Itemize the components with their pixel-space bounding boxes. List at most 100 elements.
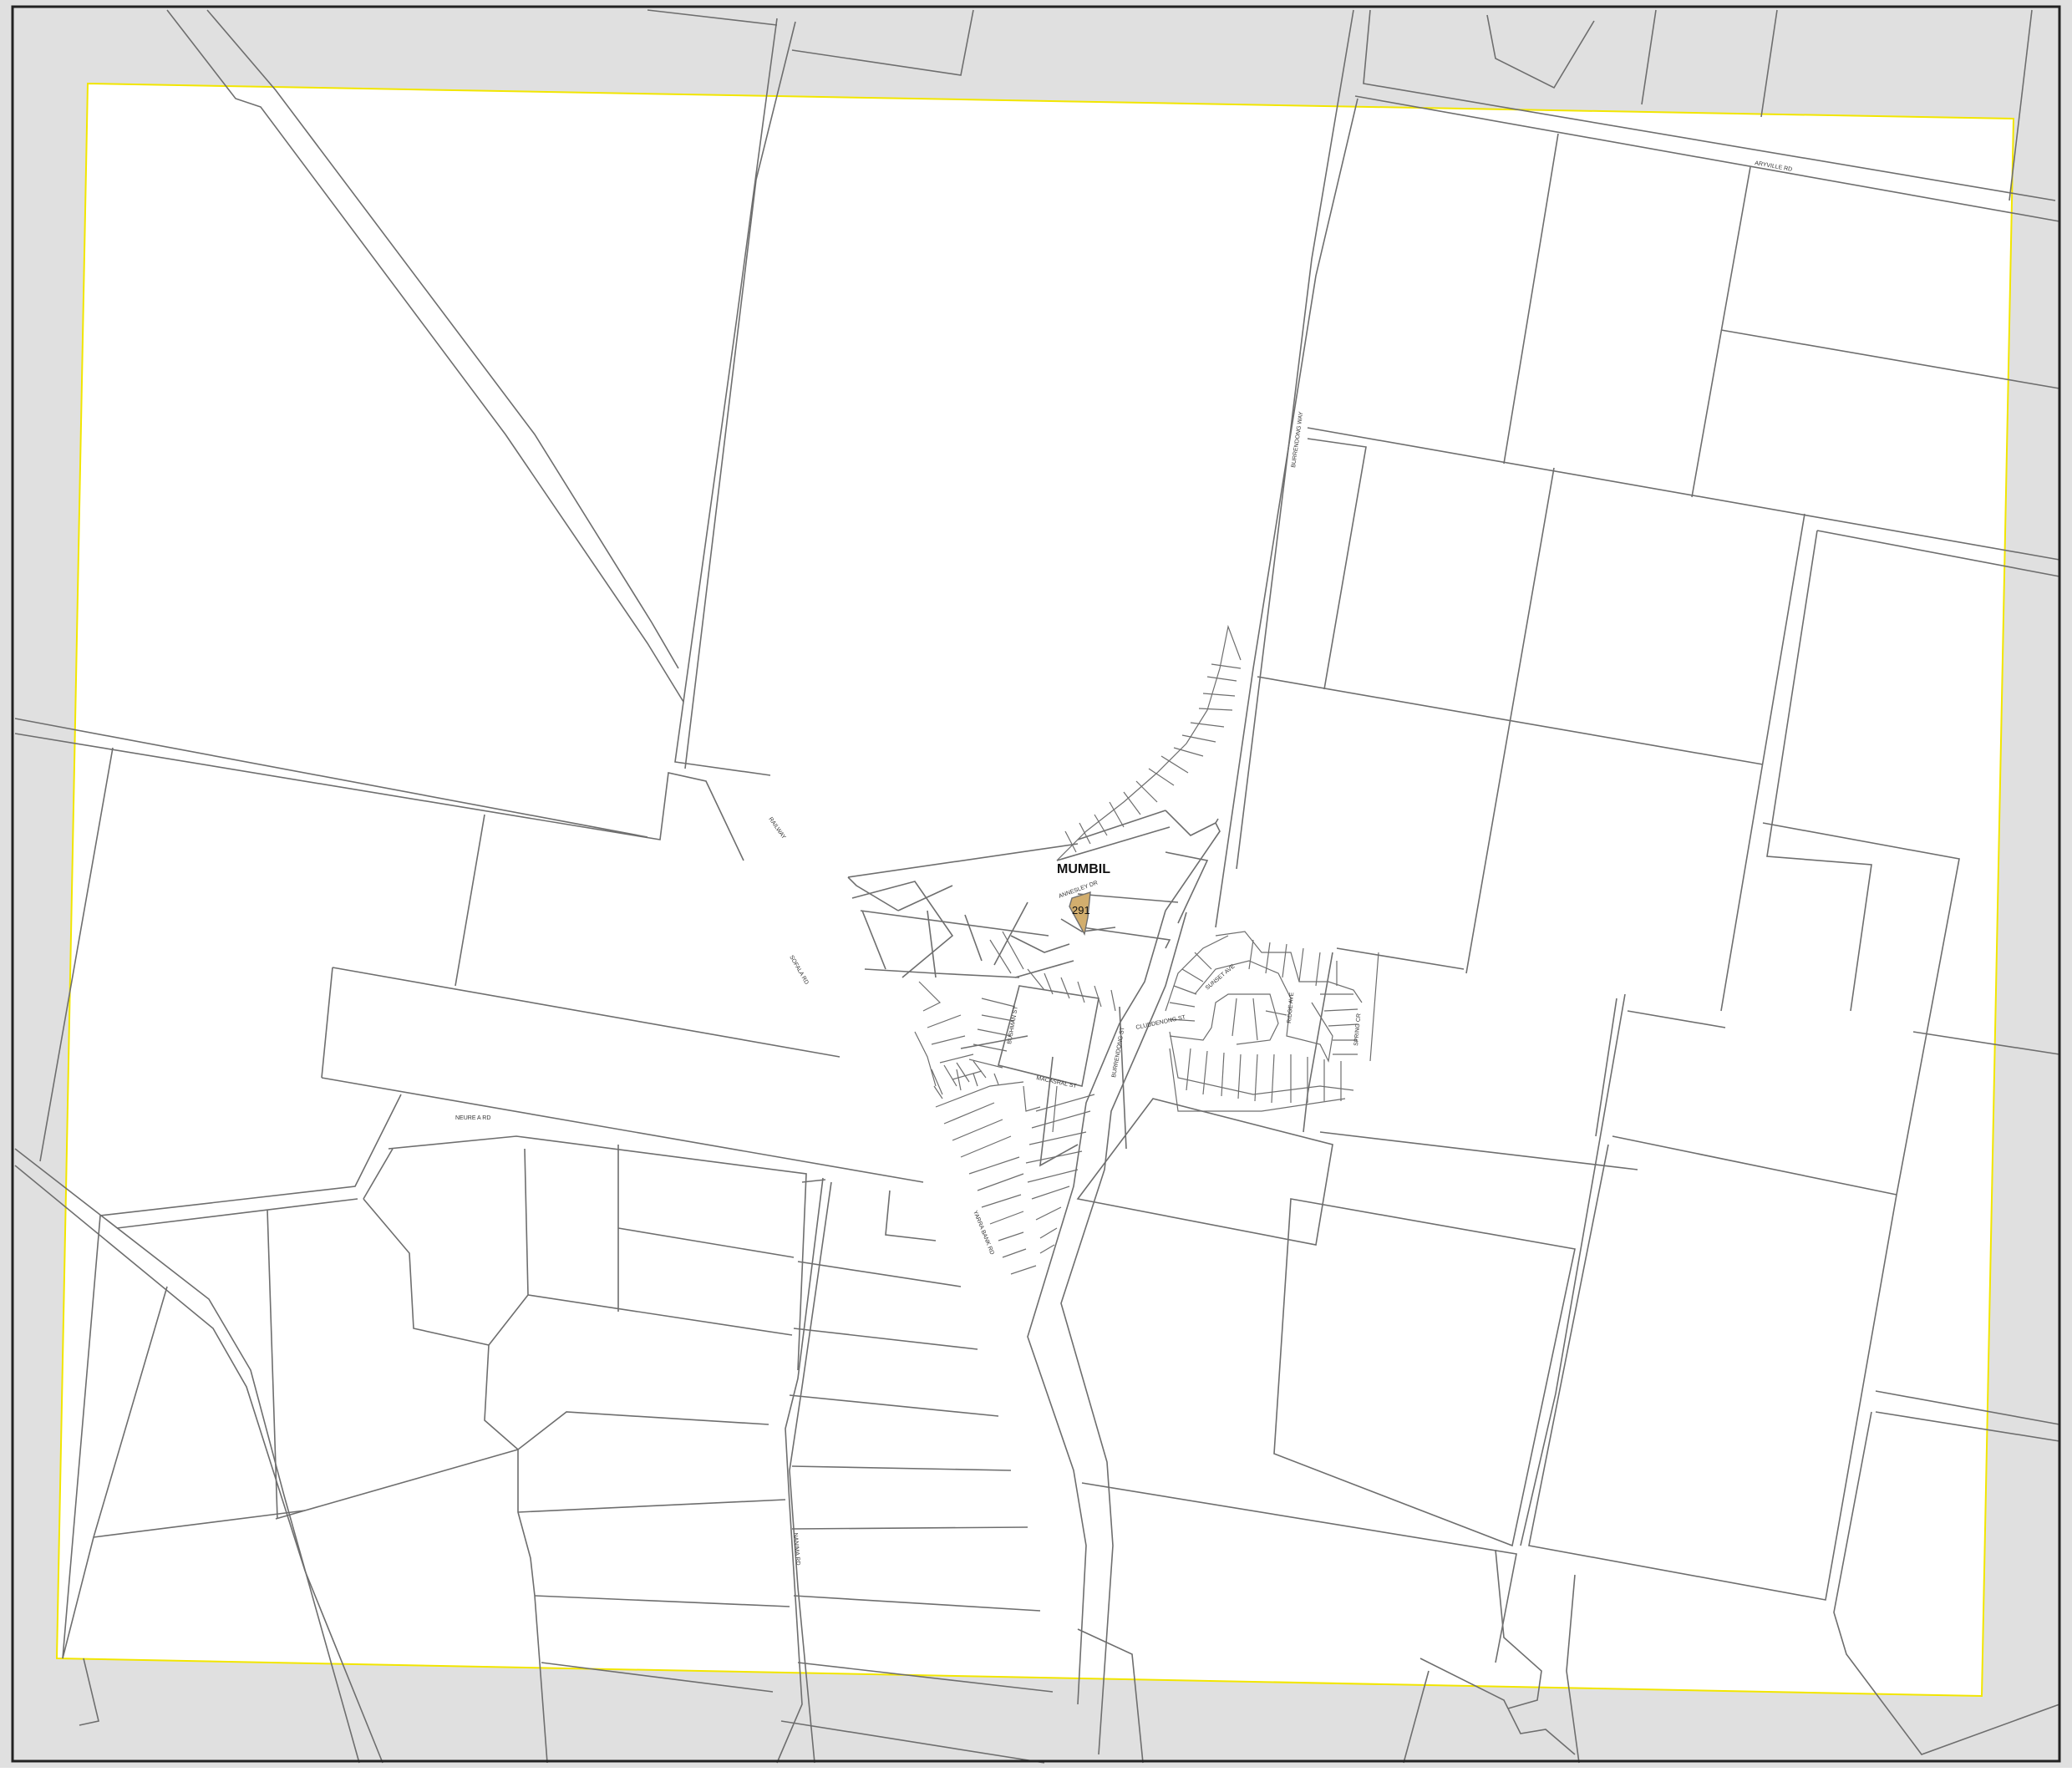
c-lot-23 [914, 1031, 937, 1087]
town-h8 [960, 1035, 1028, 1049]
s-lot-v1 [1052, 1085, 1058, 1133]
e-lot-5 [1315, 952, 1321, 987]
s-lot-r5 [1027, 1169, 1079, 1183]
right-v4 [1720, 513, 1805, 1012]
e-town-outer [1215, 931, 1363, 1003]
north-road-east [684, 21, 796, 769]
town-north-lot [1165, 810, 1219, 836]
road-label-nanima: NANIMA RD [792, 1533, 800, 1566]
center-right-parcel [1273, 1198, 1576, 1547]
sc-h1 [797, 1261, 962, 1287]
s-lot-r2 [1031, 1110, 1091, 1129]
s-lot-top [935, 1081, 1024, 1108]
s-lot-w1 [933, 1085, 943, 1099]
s-lot-r6 [1031, 1186, 1070, 1200]
c-lot-15 [927, 1014, 962, 1028]
right-h4 [1766, 530, 2060, 1012]
south-road-end [1419, 1658, 1576, 1755]
town-lot-a [1165, 851, 1209, 924]
c-lot-21 [956, 1062, 970, 1083]
e-lot-20 [1186, 1048, 1191, 1091]
s-lot-6 [981, 1194, 1022, 1208]
locality-label: MUMBIL [1057, 862, 1110, 876]
c-lot-7 [1094, 985, 1102, 1008]
nw-road-west-edge [166, 9, 684, 703]
right-small-parcel [1307, 438, 1367, 690]
west-h-9 [93, 1510, 306, 1538]
west-bottom-corner [79, 1658, 99, 1726]
north-parcel-top [791, 9, 974, 76]
c-lot-10 [981, 1014, 1014, 1022]
south-line-a [1403, 1670, 1430, 1764]
sc-small-lot [885, 1190, 937, 1241]
s-lot-w2 [956, 1069, 962, 1091]
sc-h6 [793, 1595, 1041, 1612]
e-lot-17 [1232, 998, 1237, 1037]
south-line-b [1566, 1574, 1580, 1764]
west-h-mid [321, 1077, 924, 1183]
c-lot-12 [973, 1043, 1008, 1052]
south-road-east [1060, 911, 1187, 1755]
curve-lot-4 [1198, 708, 1233, 711]
c-lot-5 [1060, 977, 1070, 999]
west-diag-road-2 [14, 1165, 383, 1764]
c-lot-8 [1110, 989, 1116, 1012]
south-road-west [1027, 910, 1166, 1705]
west-irregular-1 [363, 1198, 490, 1346]
west-road-north [14, 718, 648, 838]
s-lot-8 [998, 1231, 1024, 1241]
burrendong-west [1236, 9, 1354, 870]
s-lot-2 [952, 1119, 1003, 1141]
e-town-inner-loop [1194, 960, 1333, 1063]
curve-lot-11 [1123, 791, 1141, 815]
e-town-south-2 [1169, 1048, 1346, 1112]
sc-h3 [789, 1394, 999, 1417]
west-diag-road-1 [14, 1148, 360, 1764]
curve-lot-12 [1109, 801, 1125, 828]
s-lot-w4 [993, 1073, 999, 1085]
south-small [1077, 1628, 1144, 1764]
curve-lot-2 [1206, 676, 1237, 682]
right-h5 [1627, 1010, 1726, 1028]
right-h6 [1612, 1135, 1897, 1196]
c-lot-9 [981, 998, 1016, 1008]
town-v6 [1039, 1056, 1079, 1167]
e-lot-22 [1221, 1052, 1225, 1097]
road-label-spring: SPRING CR [1353, 1013, 1362, 1046]
aryville-south [1354, 95, 2060, 222]
c-lot-2 [989, 939, 1012, 974]
curve-lot-5 [1190, 722, 1225, 728]
sc-road-top [801, 1179, 826, 1183]
e-lot-23 [1237, 1054, 1242, 1099]
right-bottom-parcel [1833, 1411, 2060, 1755]
town-block [998, 985, 1099, 1087]
curve-lot-8 [1160, 755, 1189, 774]
e-town-west-curve [1165, 935, 1229, 1012]
north-road-top-west [647, 9, 778, 26]
north-road-west [674, 18, 778, 776]
town-v5 [1119, 1006, 1127, 1150]
center-right-h1 [1336, 947, 1465, 970]
e-lot-2 [1265, 942, 1271, 974]
e-lot-25 [1271, 1054, 1275, 1104]
s-lot-9 [1002, 1248, 1027, 1258]
s-lot-7 [989, 1211, 1024, 1225]
curve-lot-9 [1148, 768, 1175, 786]
lot-label: 291 [1072, 904, 1090, 916]
sc-h5 [791, 1526, 1028, 1530]
sc-road-east-inner [789, 1181, 832, 1764]
e-lot-21 [1202, 1050, 1208, 1095]
s-lot-r1 [1035, 1094, 1095, 1112]
e-lot-7 [1194, 952, 1212, 970]
right-v5 [1595, 998, 1617, 1137]
right-parcel-large [1528, 1144, 1897, 1601]
sc-road-west [776, 1177, 824, 1764]
center-right-h2 [1319, 1131, 1638, 1170]
right-h2 [1307, 427, 2060, 561]
e-lot-3 [1282, 943, 1287, 978]
town-h5 [1014, 960, 1074, 978]
right-road-curve [1520, 993, 1626, 1546]
highlighted-lot[interactable] [1069, 891, 1091, 937]
s-lot-1 [943, 1102, 995, 1125]
parcel-lines [14, 9, 2060, 1764]
